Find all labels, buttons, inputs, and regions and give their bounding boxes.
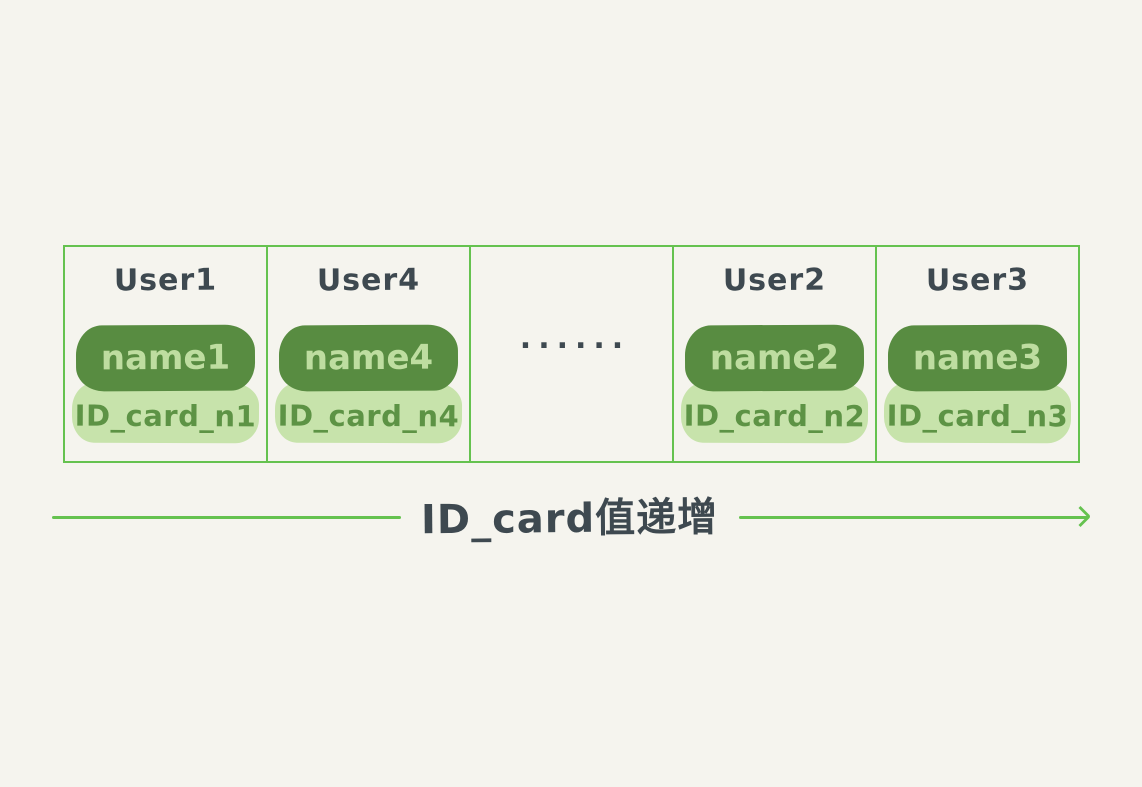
- id-card-badge-label: ID_card_n3: [886, 398, 1069, 434]
- name-badge-label: name3: [912, 337, 1043, 379]
- user-cell-1: User1 name1 ID_card_n1: [65, 247, 266, 461]
- id-card-badge: ID_card_n3: [883, 382, 1072, 444]
- user-cell-2: User2 name2 ID_card_n2: [672, 247, 875, 461]
- arrow-line-right: [738, 505, 1092, 527]
- id-card-badge-label: ID_card_n1: [74, 398, 257, 434]
- user-label: User2: [722, 262, 827, 299]
- user-cell-3: User3 name3 ID_card_n3: [875, 247, 1078, 461]
- id-card-badge: ID_card_n1: [71, 382, 260, 444]
- increasing-arrow: ID_card值递增: [52, 482, 1092, 552]
- name-badge-label: name2: [709, 337, 840, 379]
- name-badge: name2: [684, 324, 865, 392]
- user-label: User4: [316, 262, 421, 299]
- id-card-badge-label: ID_card_n2: [683, 398, 866, 434]
- ellipsis-dots: ......: [519, 321, 631, 356]
- arrow-line-left: [52, 515, 402, 519]
- name-badge: name4: [278, 324, 459, 392]
- name-badge: name3: [887, 324, 1068, 392]
- name-badge-label: name1: [100, 337, 231, 379]
- ellipsis-cell: ......: [469, 247, 672, 461]
- id-card-badge: ID_card_n2: [680, 382, 869, 444]
- user-cell-4: User4 name4 ID_card_n4: [266, 247, 469, 461]
- user-table: User1 name1 ID_card_n1 User4 name4 ID_ca…: [63, 245, 1080, 463]
- name-badge: name1: [75, 324, 256, 392]
- id-card-badge-label: ID_card_n4: [277, 398, 460, 434]
- user-label: User3: [925, 262, 1030, 299]
- name-badge-label: name4: [303, 337, 434, 379]
- arrow-label: ID_card值递增: [421, 494, 719, 544]
- user-label: User1: [113, 262, 218, 299]
- arrow-head-icon: [1069, 505, 1092, 527]
- id-card-badge: ID_card_n4: [274, 382, 463, 444]
